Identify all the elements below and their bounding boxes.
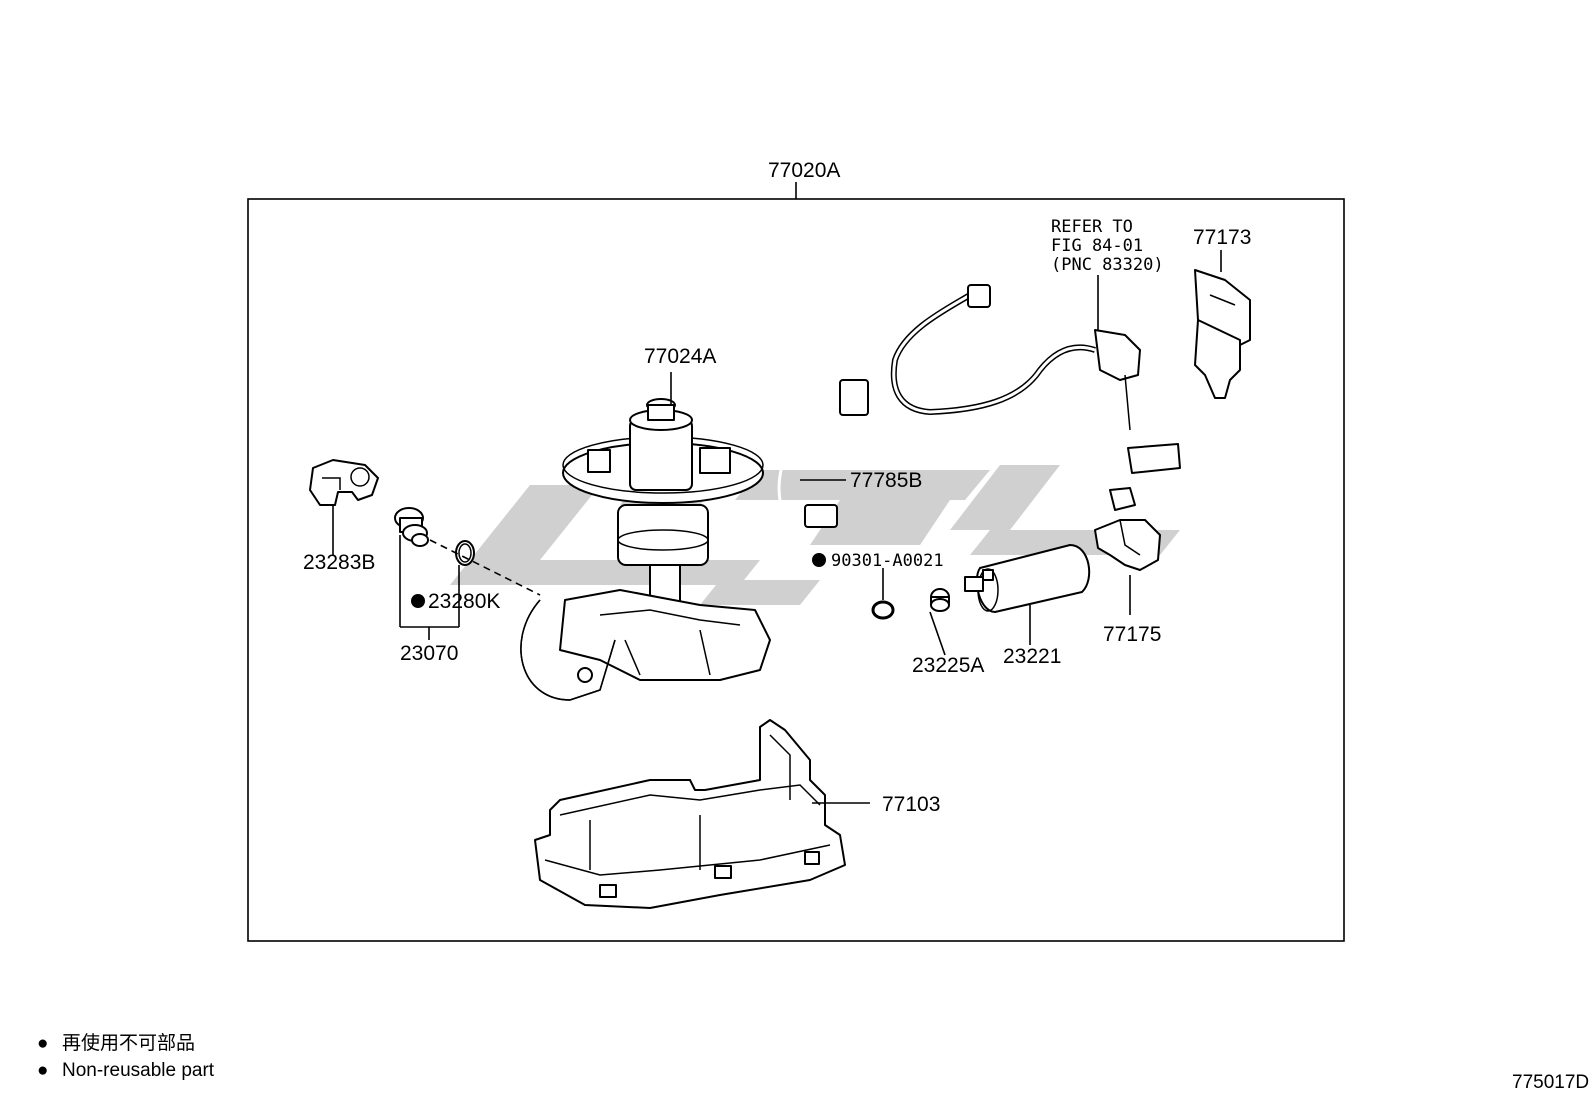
refer-note-line-3: (PNC 83320)	[1051, 255, 1164, 275]
label-77173: 77173	[1193, 226, 1251, 249]
part-23221-drawing	[964, 544, 1091, 645]
legend-bullet-en: ●	[37, 1060, 48, 1081]
legend-bullet-jp: ●	[37, 1033, 48, 1054]
part-sender-gauge-drawing	[890, 275, 1181, 474]
label-23221: 23221	[1003, 645, 1061, 668]
part-77175-drawing	[1094, 487, 1161, 615]
nonreusable-bullet-23280K	[411, 594, 425, 608]
label-77103: 77103	[882, 793, 940, 816]
label-77175: 77175	[1103, 623, 1161, 646]
part-23283B-drawing	[309, 459, 379, 555]
part-90301-A0021-drawing	[871, 568, 895, 620]
nonreusable-bullet-90301	[812, 553, 826, 567]
part-77103-drawing	[534, 719, 870, 909]
part-77173-drawing	[1194, 250, 1251, 399]
label-90301-A0021: 90301-A0021	[831, 551, 944, 571]
label-77024A: 77024A	[644, 345, 716, 368]
assembly-label: 77020A	[768, 159, 840, 182]
label-23280K: 23280K	[428, 590, 500, 613]
legend-text-jp: 再使用不可部品	[62, 1032, 195, 1054]
label-23070: 23070	[400, 642, 458, 665]
label-23283B: 23283B	[303, 551, 375, 574]
label-77785B: 77785B	[850, 469, 922, 492]
label-23225A: 23225A	[912, 654, 984, 677]
figure-code: 775017D	[1512, 1072, 1589, 1093]
part-23225A-drawing	[929, 588, 950, 656]
refer-note-line-1: REFER TO	[1051, 217, 1133, 237]
part-77785B-drawing	[777, 379, 869, 528]
legend-text-en: Non-reusable part	[62, 1060, 215, 1081]
refer-note-line-2: FIG 84-01	[1051, 236, 1143, 256]
part-77024A-drawing	[520, 372, 771, 701]
part-23070-drawing	[394, 507, 541, 640]
